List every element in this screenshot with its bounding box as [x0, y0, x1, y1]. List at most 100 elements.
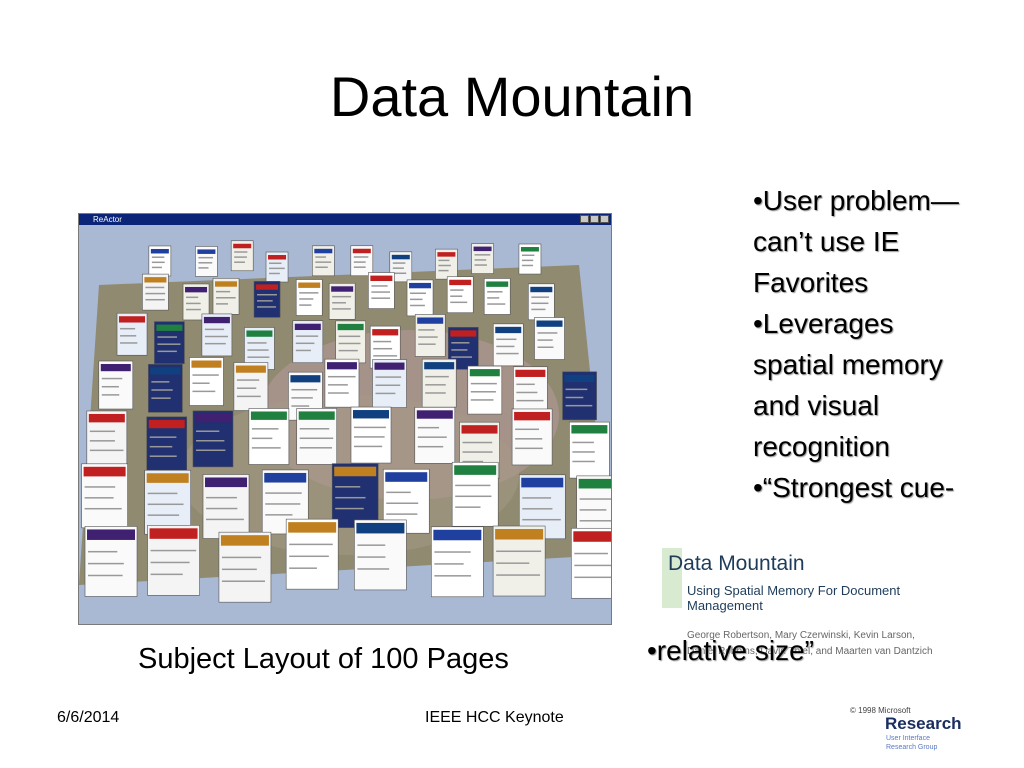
thumbnail-header-band: [331, 286, 354, 292]
thumbnail-header-band: [353, 410, 390, 419]
thumbnail-text-line: [455, 484, 491, 487]
thumbnail-text-line: [462, 460, 484, 463]
thumbnail-text-line: [216, 303, 229, 305]
thumbnail-text-line: [425, 384, 446, 386]
card-authors: George Robertson, Mary Czerwinski, Kevin…: [687, 628, 933, 660]
thumbnail-text-line: [572, 441, 594, 444]
thumbnail-text-line: [101, 377, 123, 380]
thumbnail-text-line: [496, 574, 540, 576]
thumbnail-text-line: [496, 352, 519, 355]
thumbnail-text-line: [353, 256, 369, 258]
thumbnail-text-line: [434, 563, 464, 565]
thumbnail-header-band: [83, 466, 126, 477]
thumbnail-text-line: [204, 328, 225, 331]
thumbnail-text-line: [295, 342, 315, 345]
paper-title-card: Data Mountain Using Spatial Memory For D…: [662, 548, 972, 666]
thumbnail-text-line: [417, 426, 440, 429]
thumbnail-text-line: [332, 295, 352, 298]
thumbnail-header-band: [449, 279, 472, 286]
screenshot-window-title: ReActor: [93, 215, 122, 224]
thumbnail-text-line: [450, 295, 463, 297]
thumbnail-text-line: [265, 492, 302, 494]
thumbnail-text-line: [289, 567, 317, 569]
thumbnail-header-band: [520, 247, 539, 252]
thumbnail-text-line: [338, 342, 361, 345]
logo-name: Research: [885, 714, 962, 733]
thumbnail-text-line: [120, 342, 138, 344]
thumbnail-header-band: [372, 329, 399, 336]
microsoft-research-logo: © 1998 Microsoft Research User Interface…: [850, 706, 980, 756]
thumbnail-text-line: [295, 349, 311, 352]
thumbnail-header-band: [149, 528, 198, 539]
thumbnail-text-line: [354, 445, 383, 448]
thumbnail-text-line: [101, 394, 120, 396]
logo-subtitle-line: Research Group: [886, 744, 938, 751]
thumbnail-text-line: [516, 391, 538, 394]
thumbnail-text-line: [198, 256, 214, 259]
thumbnail-header-band: [433, 529, 482, 541]
thumbnail-text-line: [247, 349, 269, 351]
thumbnail-text-line: [434, 551, 471, 553]
thumbnail-text-line: [120, 327, 136, 330]
thumbnail-text-line: [474, 259, 487, 261]
thumbnail-text-line: [257, 306, 277, 308]
thumbnail-header-band: [495, 529, 544, 540]
thumbnail-text-line: [289, 555, 329, 558]
thumbnail-header-band: [256, 284, 279, 290]
thumbnail-text-line: [295, 335, 319, 337]
thumbnail-text-line: [204, 335, 229, 338]
thumbnail-header-band: [450, 330, 477, 337]
thumbnail-header-band: [148, 419, 185, 429]
thumbnail-text-line: [299, 304, 312, 306]
thumbnail-header-band: [495, 326, 522, 334]
thumbnail-text-line: [315, 256, 327, 258]
thumbnail-text-line: [198, 262, 213, 264]
thumbnail-text-line: [357, 556, 386, 558]
thumbnail-text-line: [574, 564, 611, 567]
data-mountain-screenshot: ReActor: [78, 213, 612, 625]
thumbnail-text-line: [151, 389, 173, 391]
thumbnail-header-band: [156, 324, 183, 331]
close-icon: [600, 215, 609, 223]
thumbnail-text-line: [531, 308, 546, 311]
bullet-list: •User problem—can’t use IE Favorites •Le…: [753, 180, 963, 508]
thumbnail-header-band: [530, 286, 553, 293]
bullet-item: •Leverages spatial memory and visual rec…: [753, 308, 943, 462]
thumbnail-text-line: [335, 496, 366, 499]
thumbnail-text-line: [470, 382, 497, 385]
thumbnail-header-band: [298, 282, 321, 288]
thumbnail-text-line: [522, 508, 553, 510]
thumbnail-text-line: [515, 438, 543, 440]
thumbnail-header-band: [385, 472, 428, 482]
thumbnail-header-band: [469, 369, 500, 377]
thumbnail-text-line: [234, 261, 245, 263]
thumbnail-text-line: [291, 397, 313, 399]
thumbnail-text-line: [417, 436, 447, 438]
thumbnail-header-band: [268, 255, 287, 260]
thumbnail-text-line: [579, 520, 611, 522]
thumbnail-text-line: [151, 266, 162, 269]
thumbnail-text-line: [450, 289, 464, 291]
thumbnail-header-band: [391, 254, 410, 260]
thumbnail-text-line: [221, 580, 266, 582]
thumbnail-text-line: [149, 436, 177, 438]
thumbnail-text-line: [487, 303, 506, 305]
thumbnail-text-line: [521, 254, 535, 257]
thumbnail-header-band: [334, 466, 377, 477]
thumbnail-text-line: [327, 392, 349, 394]
thumbnail-text-line: [392, 267, 404, 269]
thumbnail-text-line: [531, 302, 549, 305]
window-controls: [580, 215, 609, 223]
thumbnail-header-band: [514, 411, 551, 421]
thumbnail-text-line: [247, 356, 270, 358]
thumbnail-text-line: [291, 388, 318, 391]
thumbnail-text-line: [195, 430, 220, 432]
thumbnail-text-line: [375, 392, 396, 395]
bullet-item: •“Strongest cue-: [753, 472, 955, 503]
thumbnail-text-line: [353, 261, 366, 263]
thumbnail-text-line: [299, 298, 314, 300]
thumbnail-text-line: [145, 286, 165, 289]
thumbnail-text-line: [455, 495, 492, 498]
thumbnail-header-band: [337, 323, 364, 331]
thumbnail-text-line: [120, 335, 137, 337]
